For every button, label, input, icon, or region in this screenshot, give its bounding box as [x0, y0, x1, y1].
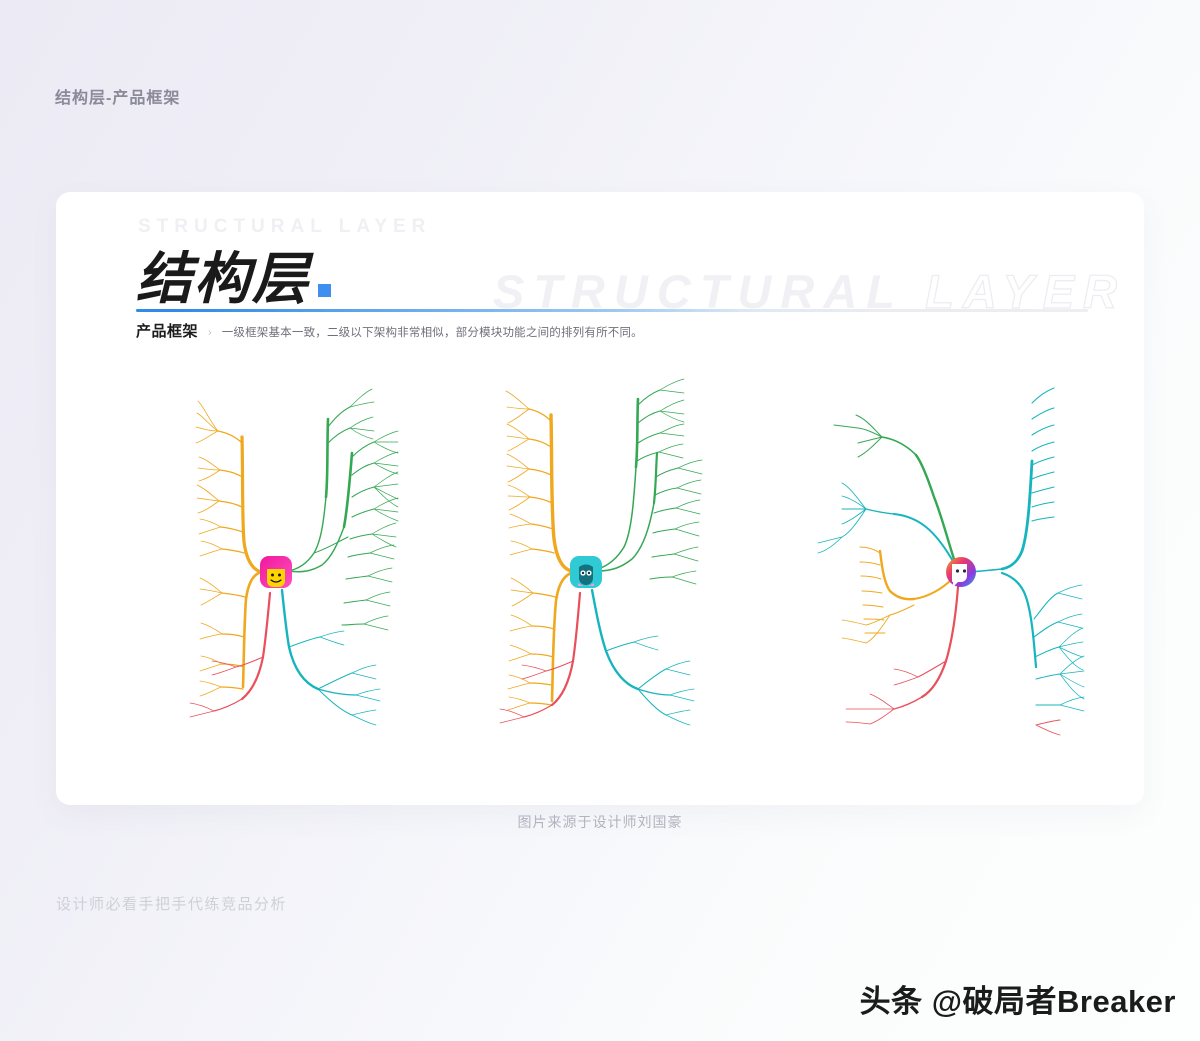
watermark: 头条 @破局者Breaker [859, 984, 1176, 1019]
mindmap-right [817, 387, 1085, 736]
mindmap-container [56, 357, 1144, 787]
title-divider [136, 309, 1088, 312]
title-accent-square [318, 284, 331, 297]
footer-note: 设计师必看手把手代练竞品分析 [56, 896, 288, 913]
subtitle-label: 产品框架 [136, 323, 199, 340]
ghost-small-label: STRUCTURAL LAYER [138, 216, 432, 237]
card-big-title: 结构层 [136, 234, 331, 315]
chevron-right-icon: › [208, 327, 212, 339]
image-source-caption: 图片来源于设计师刘国豪 [517, 814, 683, 830]
subtitle-row: 产品框架 › 一级框架基本一致，二级以下架构非常相似，部分模块功能之间的排列有所… [136, 320, 643, 341]
page-title: 结构层-产品框架 [55, 90, 181, 107]
content-card: STRUCTURAL LAYER STRUCTURAL LAYER 结构层 产品… [56, 192, 1144, 805]
pink-smiley-app-icon[interactable] [260, 556, 292, 588]
gradient-face-app-icon[interactable] [946, 557, 976, 587]
teal-character-app-icon[interactable] [570, 556, 602, 588]
card-big-title-text: 结构层 [136, 247, 310, 310]
subtitle-description: 一级框架基本一致，二级以下架构非常相似，部分模块功能之间的排列有所不同。 [221, 327, 643, 339]
mindmap-left [189, 388, 399, 726]
mindmap-center [499, 378, 703, 726]
